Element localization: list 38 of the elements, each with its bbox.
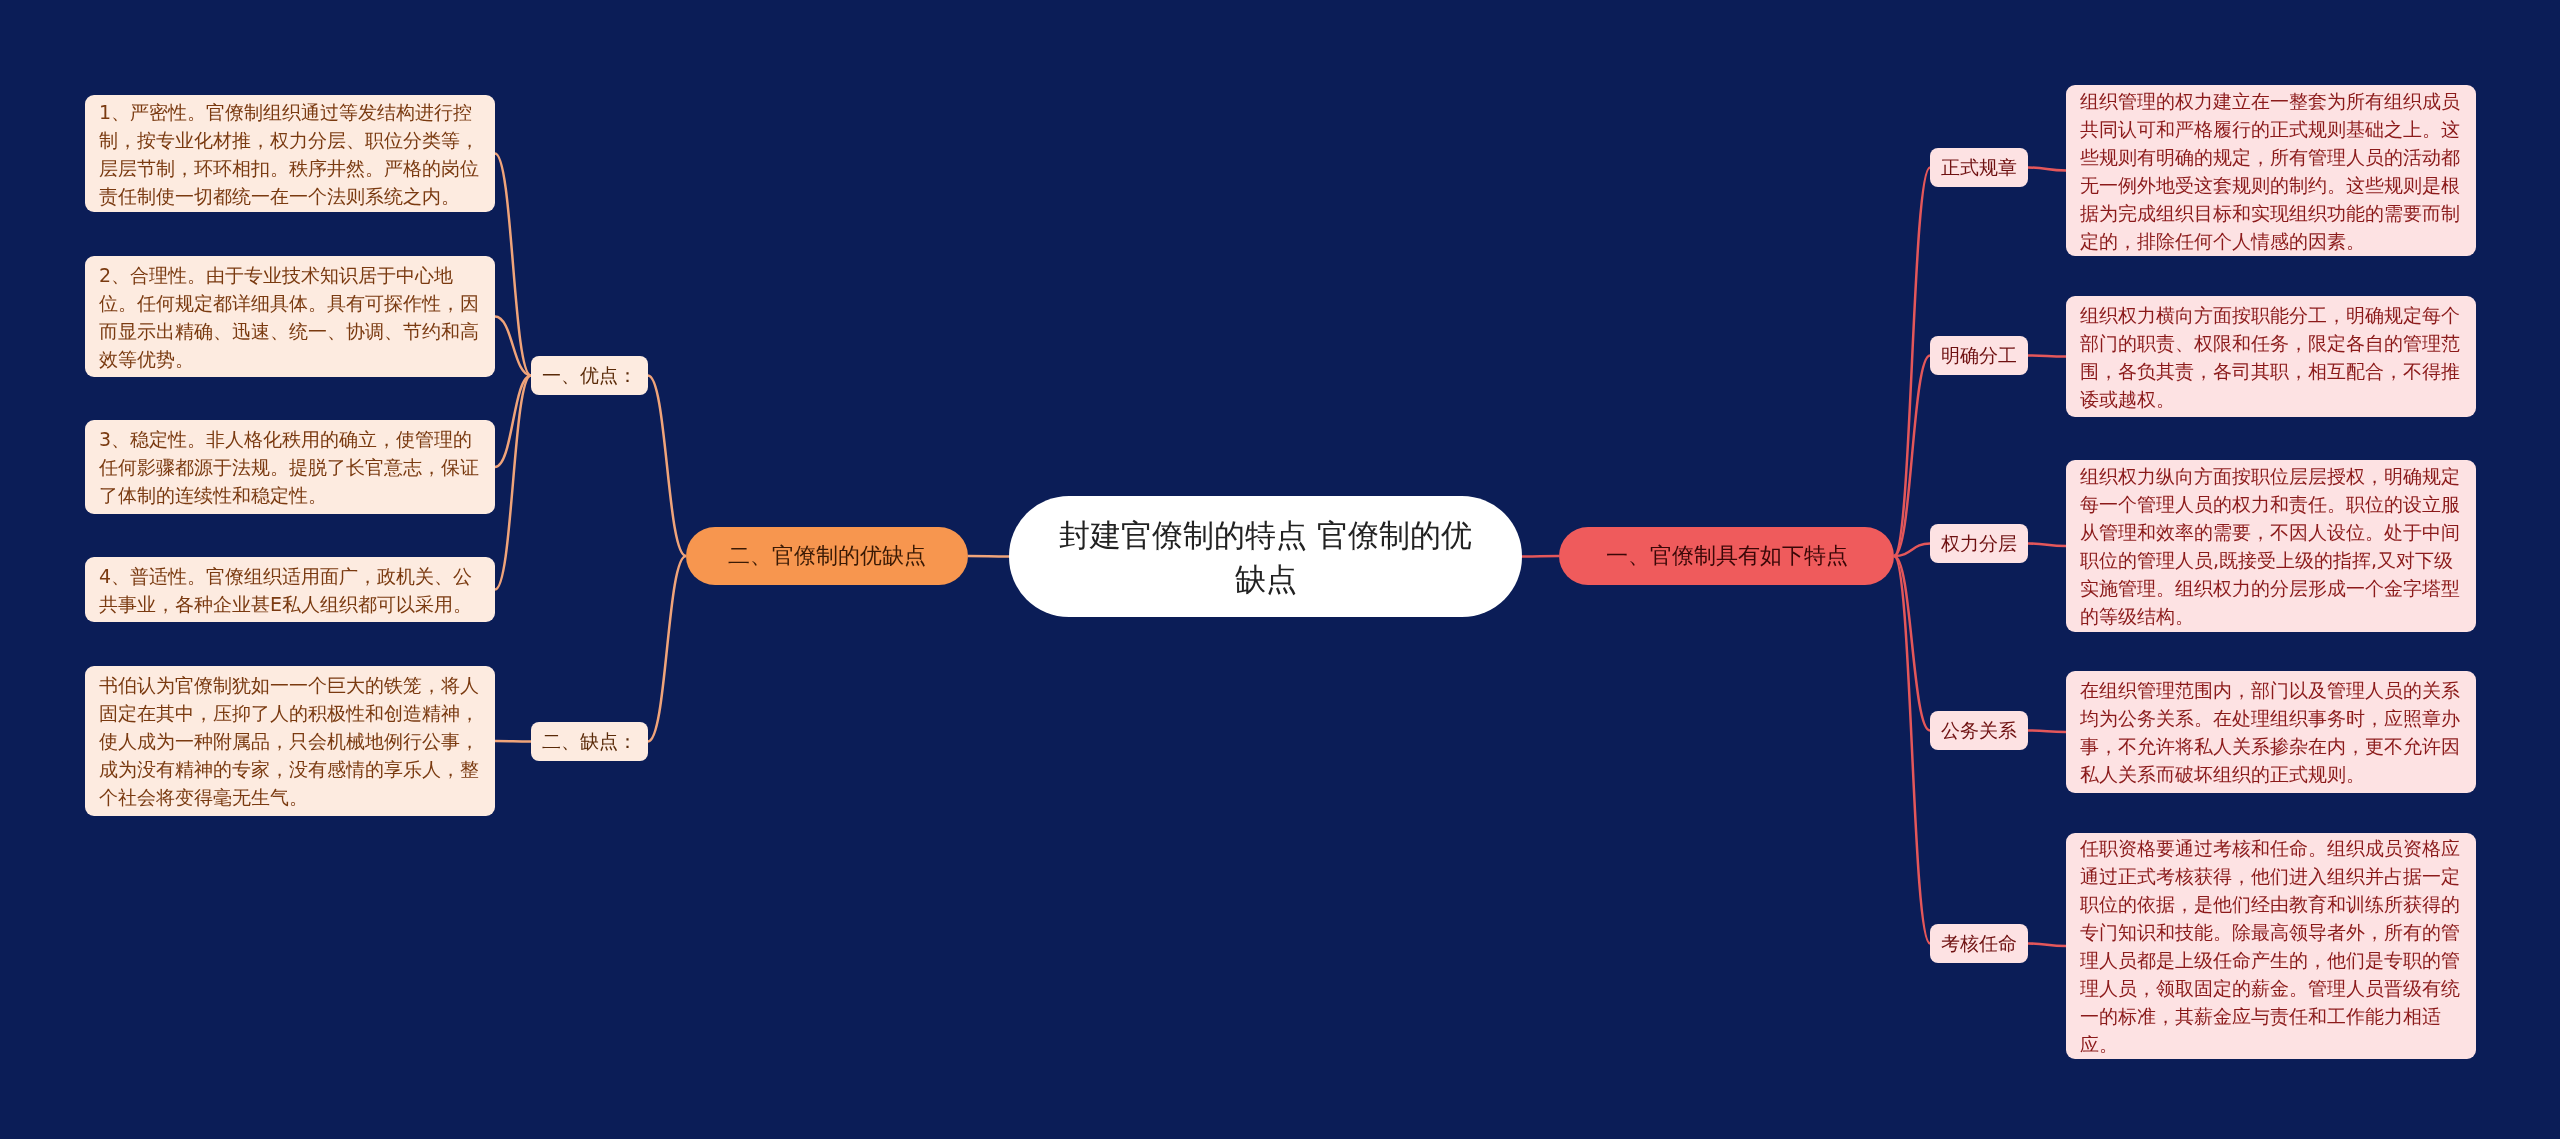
connector-line [1893, 555, 1931, 732]
note-box: 2、合理性。由于专业技术知识居于中心地位。任何规定都详细具体。具有可探作性，因而显示出精确、迅速、统一、协调、节约和高效等优势。 [85, 256, 495, 377]
note-box: 组织管理的权力建立在一整套为所有组织成员共同认可和严格履行的正式规则基础之上。这些规则有明确的规定，所有管理人员的活动都无一例外地受这套规则的制约。这些规则是根据为完成组织目标和实现组织功能的需要而制定的，排除任何个人情感的因素。 [2066, 85, 2476, 256]
connector-line [2028, 729, 2066, 734]
note-box: 3、稳定性。非人格化秩用的确立，使管理的任何影骤都源于法规。提脱了长官意志，保证了体制的连续性和稳定性。 [85, 420, 495, 514]
note-box: 书伯认为官僚制犹如一一个巨大的铁笼，将人固定在其中，压抑了人的积极性和创造精神，使人成为一种附属品，只会机械地例行公事，成为没有精神的专家，没有感情的享乐人，整个社会将变得毫无生气。 [85, 666, 495, 816]
connector-line [2028, 166, 2066, 172]
connector-line [495, 739, 531, 743]
subtopic-box: 一、优点： [531, 356, 648, 395]
note-box: 组织权力横向方面按职能分工，明确规定每个部门的职责、权限和任务，限定各自的管理范围，各负其责，各司其职，相互配合，不得推诿或越权。 [2066, 296, 2476, 417]
branch-box: 二、官僚制的优缺点 [686, 527, 968, 585]
connector-line [1893, 542, 1931, 558]
connector-line [968, 554, 1009, 558]
subtopic-box: 正式规章 [1930, 148, 2028, 187]
note-box: 组织权力纵向方面按职位层层授权，明确规定每一个管理人员的权力和责任。职位的设立服从管理和效率的需要，不因人设位。处于中间职位的管理人员,既接受上级的指挥,又对下级实施管理。组织权力的分层形成一个金字塔型的等级结构。 [2066, 460, 2476, 632]
connector-line [494, 374, 532, 591]
subtopic-box: 公务关系 [1930, 711, 2028, 750]
subtopic-box: 考核任命 [1930, 924, 2028, 963]
connector-line [2028, 354, 2066, 358]
connector-line [647, 374, 687, 557]
topic-box: 封建官僚制的特点 官僚制的优缺点 [1009, 496, 1522, 617]
connector-line [494, 152, 532, 377]
connector-line [1892, 166, 1932, 557]
connector-line [2028, 942, 2066, 948]
connector-line [1892, 555, 1932, 945]
subtopic-box: 二、缺点： [531, 722, 648, 761]
connector-line [1522, 554, 1559, 558]
subtopic-box: 明确分工 [1930, 336, 2028, 375]
subtopic-box: 权力分层 [1930, 524, 2028, 563]
branch-box: 一、官僚制具有如下特点 [1559, 527, 1894, 585]
connector-line [494, 374, 532, 469]
note-box: 1、严密性。官僚制组织通过等发结构进行控制，按专业化材推，权力分层、职位分类等，层层节制，环环相扣。秩序井然。严格的岗位责任制使一切都统一在一个法则系统之内。 [85, 95, 495, 212]
connector-line [647, 555, 687, 743]
connector-line [2028, 542, 2066, 548]
note-box: 4、普适性。官僚组织适用面广，政机关、公共事业，各种企业甚E私人组织都可以采用。 [85, 557, 495, 622]
note-box: 在组织管理范围内，部门以及管理人员的关系均为公务关系。在处理组织事务时，应照章办事，不允许将私人关系掺杂在内，更不允许因私人关系而破坏组织的正式规则。 [2066, 671, 2476, 793]
note-box: 任职资格要通过考核和任命。组织成员资格应通过正式考核获得，他们进入组织并占据一定职位的依据，是他们经由教育和训练所获得的专门知识和技能。除最高领导者外，所有的管理人员都是上级任命产生的，他们是专职的管理人员，领取固定的薪金。管理人员晋级有统一的标准，其薪金应与责任和工作能力相适应。 [2066, 833, 2476, 1059]
connector-line [1893, 354, 1931, 557]
